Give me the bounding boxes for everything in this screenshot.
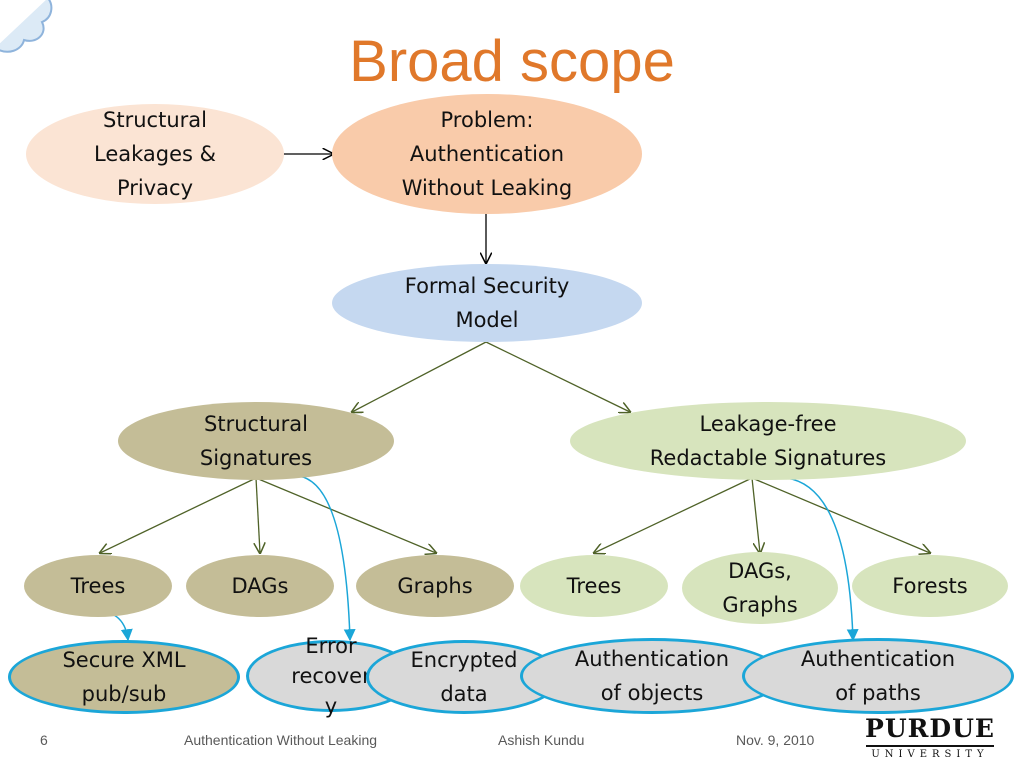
logo-name: PURDUE	[865, 714, 995, 743]
footer-date: Nov. 9, 2010	[736, 732, 815, 748]
logo-divider	[866, 745, 994, 747]
node-forests: Forests	[852, 555, 1008, 617]
node-structural-signatures: Structural Signatures	[118, 402, 394, 480]
footer-presentation-title: Authentication Without Leaking	[184, 732, 378, 748]
footer-author: Ashish Kundu	[498, 732, 585, 748]
node-dags-graphs-right: DAGs, Graphs	[682, 552, 838, 624]
node-trees-right: Trees	[520, 555, 668, 617]
footer-page-number: 6	[40, 732, 48, 748]
connector-trees-to-securexml	[113, 614, 133, 642]
edge-leakagefree-to-trees	[594, 477, 753, 553]
connector-leakagefree-to-paths	[785, 477, 859, 642]
edge-leakagefree-to-dags	[751, 477, 760, 553]
node-authentication-paths: Authentication of paths	[742, 638, 1014, 714]
connector-structural-to-error	[297, 475, 356, 642]
node-authentication-objects: Authentication of objects	[520, 638, 784, 714]
node-formal-security-model: Formal Security Model	[332, 264, 642, 342]
edge-structural-to-dags	[256, 477, 260, 553]
node-dags-left: DAGs	[186, 555, 334, 617]
cloud-decoration	[0, 0, 53, 53]
purdue-logo: PURDUE UNIVERSITY	[860, 714, 1000, 762]
node-secure-xml: Secure XML pub/sub	[8, 640, 240, 714]
edge-structural-to-graphs	[255, 477, 436, 553]
node-problem: Problem: Authentication Without Leaking	[332, 94, 642, 214]
slide-title: Broad scope	[349, 29, 675, 94]
node-trees-left: Trees	[24, 555, 172, 617]
edge-leakagefree-to-forests	[751, 477, 930, 553]
edge-model-to-leakagefree	[485, 341, 630, 412]
node-structural-leakages: Structural Leakages & Privacy	[26, 104, 284, 204]
edge-model-to-structural	[352, 341, 487, 412]
node-graphs-left: Graphs	[356, 555, 514, 617]
edge-structural-to-trees	[100, 477, 257, 553]
node-leakage-free-signatures: Leakage-free Redactable Signatures	[570, 402, 966, 480]
logo-subtitle: UNIVERSITY	[871, 749, 989, 760]
